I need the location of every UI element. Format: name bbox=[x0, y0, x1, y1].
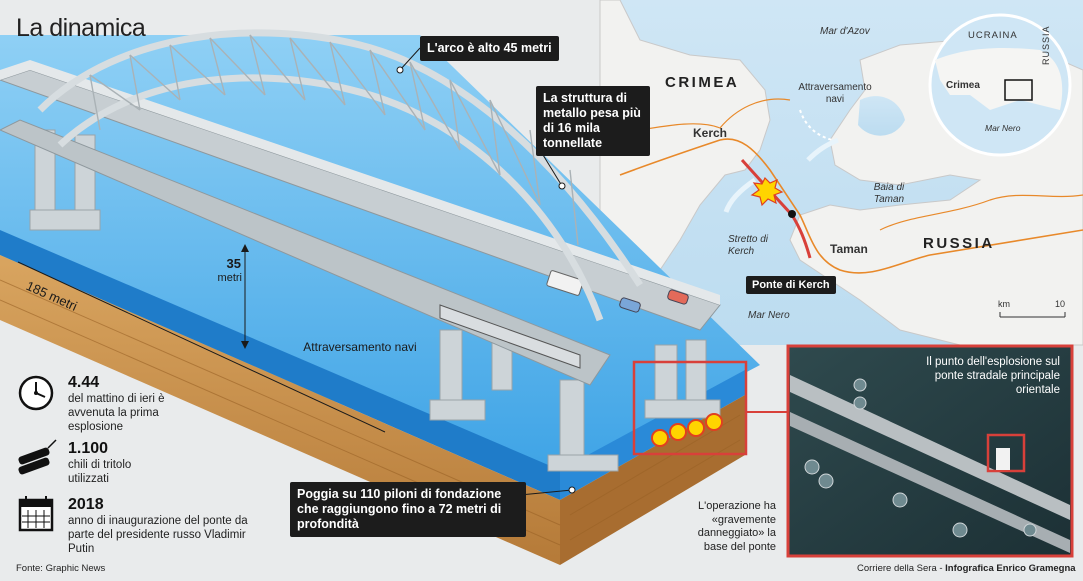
current-arrow-2 bbox=[806, 137, 839, 162]
bridge-explosion bbox=[651, 413, 723, 447]
calendar-icon bbox=[18, 496, 54, 532]
map-explosion-icon bbox=[750, 176, 784, 207]
leader-arch bbox=[399, 47, 421, 71]
sat-explosion-box bbox=[986, 433, 1026, 473]
truck bbox=[546, 270, 584, 296]
publisher-name: Corriere della Sera - bbox=[857, 563, 946, 574]
satellite-panel bbox=[786, 344, 1074, 558]
map-road bbox=[619, 138, 1083, 274]
damage-highlight-box bbox=[632, 360, 748, 456]
fact-tnt-value: 1.100 bbox=[68, 440, 109, 457]
car-red bbox=[667, 289, 689, 305]
fact-time-text: del mattino di ieri è avvenuta la prima … bbox=[68, 393, 165, 433]
fact-year-value: 2018 bbox=[68, 496, 104, 513]
ship-crossing-label: Attraversamento navi bbox=[303, 340, 417, 354]
clock-icon bbox=[18, 375, 54, 411]
water-front bbox=[0, 230, 560, 500]
fact-tnt-text: chili di tritolo utilizzati bbox=[68, 459, 132, 485]
map-crimea: CRIMEA bbox=[665, 74, 740, 91]
sat-piers bbox=[804, 378, 1037, 538]
map-taman: Taman bbox=[830, 242, 868, 256]
map-ship-crossing: Attraversamento navi bbox=[798, 82, 872, 105]
fact-year-text: anno di inaugurazione del ponte da parte… bbox=[68, 515, 248, 555]
leader-structure bbox=[539, 149, 563, 187]
leader-foundation bbox=[519, 489, 573, 496]
map-baia-taman: Baia di Taman bbox=[873, 182, 905, 205]
callout-structure-weight: La struttura di metallo pesa più di 16 m… bbox=[536, 86, 650, 156]
fact-icons bbox=[18, 375, 57, 532]
inset-crimea: Crimea bbox=[946, 80, 980, 91]
page-title: La dinamica bbox=[16, 14, 146, 42]
bridge-point bbox=[788, 210, 796, 218]
inset-ukraine: UCRAINA bbox=[968, 30, 1018, 41]
map-sea-azov: Mar d'Azov bbox=[820, 26, 870, 37]
dynamite-icon bbox=[18, 439, 57, 475]
car-blue bbox=[619, 297, 641, 313]
map-road-2 bbox=[639, 98, 791, 131]
fact-time-value: 4.44 bbox=[68, 374, 100, 391]
satellite-caption: Il punto dell'esplosione sul ponte strad… bbox=[926, 356, 1060, 396]
taman-lagoon bbox=[858, 96, 905, 136]
map-kerch: Kerch bbox=[693, 126, 728, 140]
map-bridge-label: Ponte di Kerch bbox=[746, 276, 836, 294]
soil-side bbox=[560, 395, 745, 565]
inset-land bbox=[935, 48, 1063, 110]
map-stretto: Stretto di Kerch bbox=[728, 234, 769, 257]
map-scale-value: 10 bbox=[1055, 299, 1066, 309]
author-name: Infografica Enrico Gramegna bbox=[945, 563, 1076, 574]
sat-rail-bridge bbox=[790, 412, 1070, 553]
map-road-3 bbox=[879, 194, 1083, 231]
publisher-credit: Corriere della Sera - Infografica Enrico… bbox=[857, 563, 1076, 574]
map-scale-unit: km bbox=[998, 299, 1010, 309]
train bbox=[439, 304, 581, 369]
sat-road-bridge bbox=[790, 375, 1070, 520]
callout-arch-height: L'arco è alto 45 metri bbox=[420, 36, 559, 61]
height-value: 35 bbox=[226, 256, 241, 271]
callout-foundation: Poggia su 110 piloni di fondazione che r… bbox=[290, 482, 526, 537]
inset-black-sea: Mar Nero bbox=[985, 123, 1021, 133]
operation-note: L'operazione ha «gravemente danneggiato»… bbox=[697, 500, 776, 553]
source-credit: Fonte: Graphic News bbox=[16, 563, 106, 574]
inset-russia: RUSSIA bbox=[1041, 25, 1051, 65]
height-unit: metri bbox=[217, 272, 242, 284]
map-black-sea: Mar Nero bbox=[748, 310, 790, 321]
length-dimension-line bbox=[17, 261, 386, 433]
inset-locator-box bbox=[1004, 79, 1033, 101]
current-arrow-1 bbox=[723, 177, 757, 213]
arch-lattice bbox=[89, 34, 579, 246]
sat-damage-point bbox=[996, 448, 1010, 470]
map-russia: RUSSIA bbox=[923, 235, 995, 252]
